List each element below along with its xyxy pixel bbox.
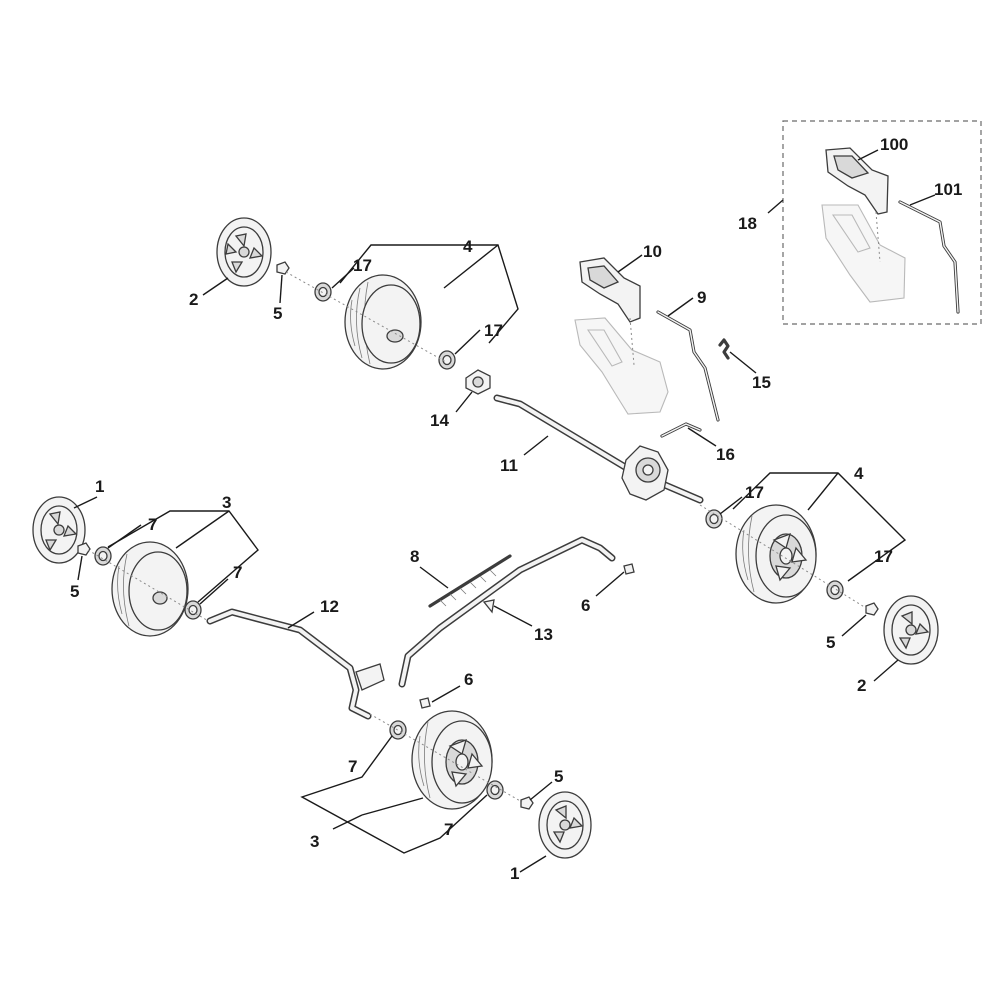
spring-8 [428,554,512,608]
front-axle-12 [206,608,385,720]
hubcap-1-front [538,791,592,859]
kit-box-18 [782,120,982,325]
hubcap-2-right [883,595,939,665]
kit-box-frame [782,120,982,325]
callout-16: 16 [716,445,735,464]
bearing-17-d [826,580,844,600]
kit-ghost-housing [821,204,906,303]
callout-3-front: 3 [310,832,319,851]
hubcap-1-left [32,496,86,564]
bearing-17-c [705,509,723,529]
callout-14: 14 [430,411,449,430]
callout-2-right: 2 [857,676,866,695]
callout-1-front: 1 [510,864,519,883]
hubcap-2-top [216,217,272,287]
callout-labels: 100 101 18 10 9 15 16 2 5 17 4 17 14 11 … [70,135,962,883]
wheel-3-front [411,710,493,810]
callout-17-right-a: 17 [745,483,764,502]
callout-12: 12 [320,597,339,616]
callout-6-right: 6 [581,596,590,615]
bearing-17-b [438,350,456,370]
callout-2-top: 2 [189,290,198,309]
callout-101: 101 [934,180,962,199]
callout-4-top: 4 [463,237,473,256]
bearing-7-c [389,720,407,740]
clip-15 [718,338,730,360]
callout-100: 100 [880,135,908,154]
bearing-17-a [314,282,332,302]
callout-9: 9 [697,288,706,307]
callout-4-right: 4 [854,464,864,483]
callout-5-top: 5 [273,304,282,323]
callout-17-top-a: 17 [353,256,372,275]
callout-7-front-a: 7 [348,757,357,776]
callout-5-front: 5 [554,767,563,786]
nut-5-left [77,542,91,556]
callout-10: 10 [643,242,662,261]
nut-5-right [865,602,879,616]
callout-11: 11 [500,456,518,475]
leader-lines [73,149,936,873]
callout-3-left: 3 [222,493,231,512]
nut-5-top [276,261,290,275]
callout-8: 8 [410,547,419,566]
callout-7-left-b: 7 [233,563,242,582]
callout-17-right-b: 17 [874,547,893,566]
callout-17-top-b: 17 [484,321,503,340]
callout-6-lower: 6 [464,670,473,689]
pin-6-lower [419,697,431,709]
bushing-14 [465,369,491,395]
wheel-4-right [735,504,817,604]
wheel-3-left [111,541,189,637]
callout-7-left-a: 7 [148,515,157,534]
callout-7-front-b: 7 [444,820,453,839]
callout-5-right: 5 [826,633,835,652]
rod-9 [656,310,720,422]
lever-bar-13 [398,536,616,688]
callout-18: 18 [738,214,757,233]
callout-13: 13 [534,625,553,644]
pin-6-right [623,563,635,575]
wheel-4-top [344,274,422,370]
callout-5-left: 5 [70,582,79,601]
bearing-7-d [486,780,504,800]
bearing-7-a [94,546,112,566]
height-adjust-housing-10 [574,257,669,415]
pin-16 [660,422,702,438]
rod-101 [898,200,960,314]
callout-1-left: 1 [95,477,104,496]
front-axle-bracket [355,663,385,691]
callout-15: 15 [752,373,771,392]
rear-axle-11 [493,394,704,504]
bearing-7-b [184,600,202,620]
